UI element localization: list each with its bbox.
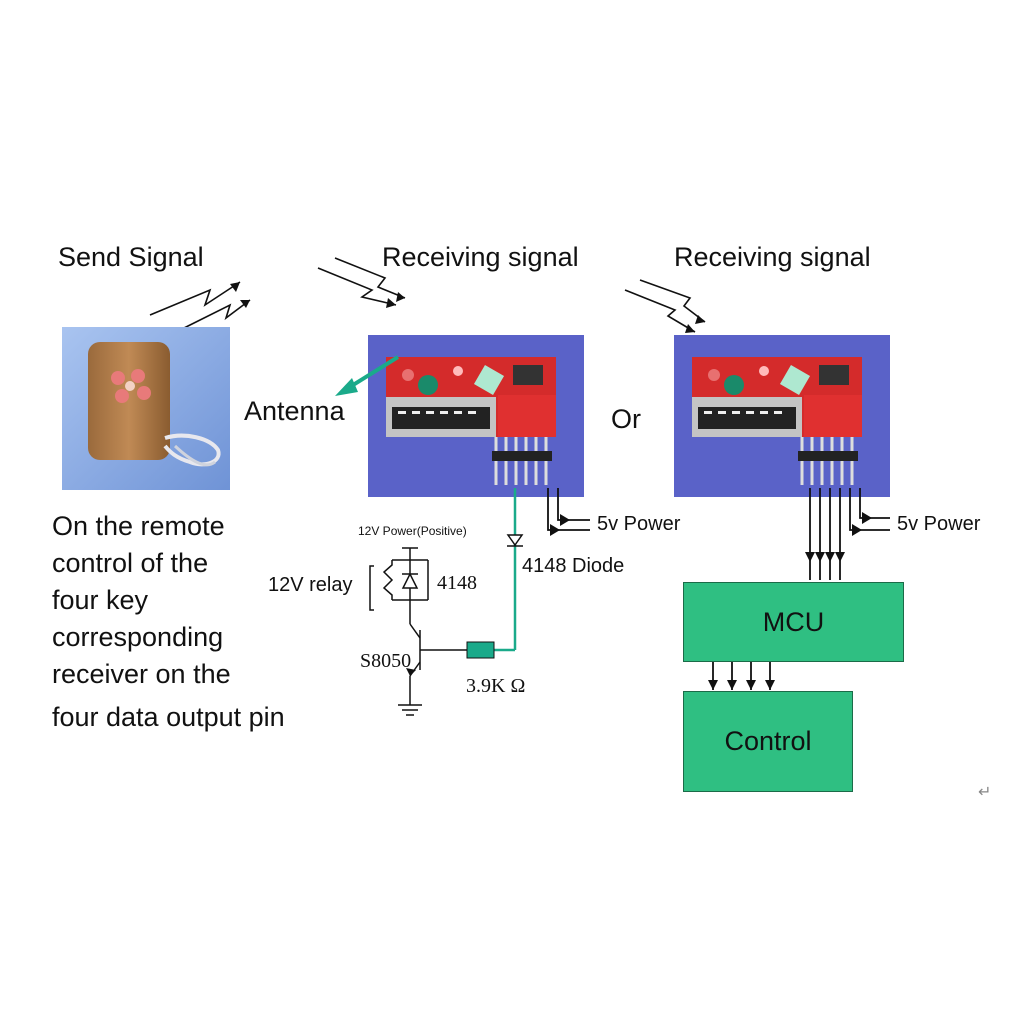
description-line-1: On the remote: [52, 511, 225, 541]
description-line-4: corresponding: [52, 622, 224, 652]
receive-arrow-2b: [639, 279, 706, 323]
receive-arrow-1a: [317, 267, 397, 306]
send-arrow-1: [149, 281, 241, 316]
receiving-signal-label-2: Receiving signal: [674, 242, 871, 272]
return-mark: ↵: [978, 784, 992, 801]
flyback-diode-label: 4148: [437, 572, 477, 594]
description-line-2: control of the: [52, 548, 209, 578]
power-5v-label-1: 5v Power: [597, 513, 681, 535]
remote-body: [88, 342, 170, 460]
power-12v-label: 12V Power(Positive): [358, 524, 467, 538]
description-text: On the remote control of the four key co…: [52, 508, 285, 736]
antenna-label: Antenna: [244, 396, 345, 426]
control-block: Control: [683, 691, 853, 792]
relay-label: 12V relay: [268, 574, 353, 596]
mcu-label: MCU: [762, 606, 825, 637]
receive-arrow-1b: [334, 257, 406, 299]
transistor-label: S8050: [360, 650, 412, 672]
receiving-signal-label-1: Receiving signal: [382, 242, 579, 272]
mcu-block: MCU: [683, 582, 904, 662]
send-arrow-2: [179, 299, 251, 331]
diode-label: 4148 Diode: [522, 555, 625, 577]
diode-4148-icon: [506, 534, 524, 547]
power-line-1a: [547, 488, 590, 531]
description-line-6: four data output pin: [52, 702, 285, 732]
receive-arrow-2a: [624, 289, 696, 333]
power-5v-label-2: 5v Power: [897, 513, 981, 535]
control-label: Control: [724, 726, 812, 756]
resistor-label: 3.9K Ω: [466, 675, 526, 697]
send-signal-label: Send Signal: [58, 242, 204, 272]
description-line-3: four key: [52, 585, 149, 615]
relay-coil-icon: [382, 560, 394, 600]
power-line-1b: [557, 488, 590, 521]
or-label: Or: [611, 404, 641, 434]
description-line-5: receiver on the: [52, 659, 231, 689]
